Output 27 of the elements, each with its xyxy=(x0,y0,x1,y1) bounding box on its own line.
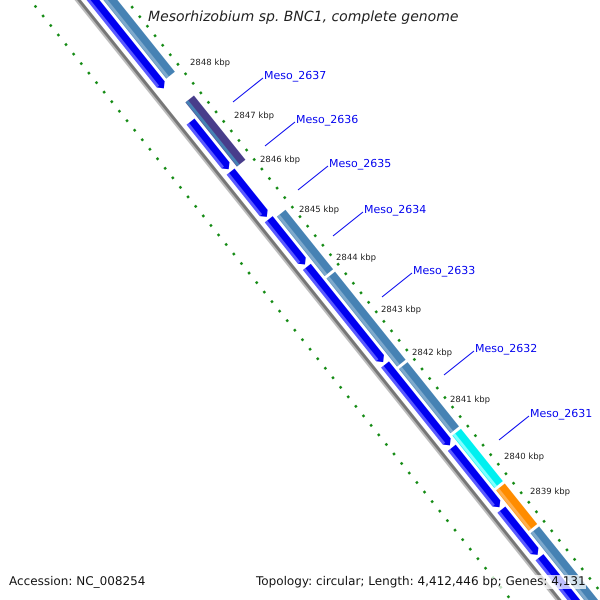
map-title: Mesorhizobium sp. BNC1, complete genome xyxy=(148,9,458,26)
position-label: 2841 kbp xyxy=(450,396,490,406)
position-label: 2846 kbp xyxy=(260,156,300,166)
position-label: 2848 kbp xyxy=(190,59,230,69)
gene-label: Meso_2637 xyxy=(264,70,326,83)
position-label: 2847 kbp xyxy=(234,112,274,122)
position-label: 2844 kbp xyxy=(336,254,376,264)
gene-label: Meso_2631 xyxy=(530,408,592,421)
gene-label: Meso_2633 xyxy=(413,265,476,278)
leader-line xyxy=(264,122,296,146)
position-label: 2843 kbp xyxy=(381,306,422,316)
gene-label: Meso_2632 xyxy=(475,343,538,356)
position-label: 2842 kbp xyxy=(412,349,452,359)
gene-label: Meso_2635 xyxy=(329,158,392,171)
gene-label: Meso_2636 xyxy=(296,114,358,127)
leader-line xyxy=(382,272,412,298)
gene-label: Meso_2634 xyxy=(364,204,426,217)
genome-summary-text: Topology: circular; Length: 4,412,446 bp; Genes: 4,131 xyxy=(256,575,586,589)
position-label: 2845 kbp xyxy=(299,206,340,216)
leader-line xyxy=(232,78,264,102)
position-label: 2840 kbp xyxy=(504,453,544,463)
leader-line xyxy=(332,212,364,236)
accession-text: Accession: NC_008254 xyxy=(9,575,146,589)
position-label: 2839 kbp xyxy=(530,488,570,498)
leader-line xyxy=(444,350,474,376)
leader-line xyxy=(298,166,328,190)
leader-line xyxy=(498,416,530,440)
